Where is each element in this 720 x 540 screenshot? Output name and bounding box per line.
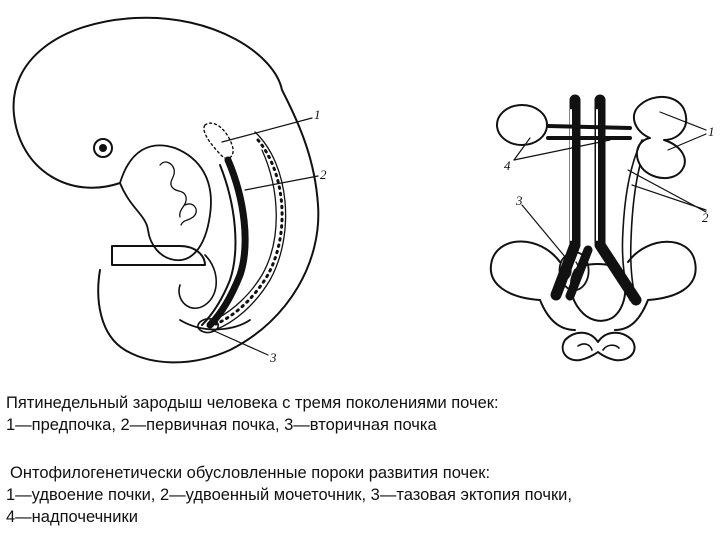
eye-outer xyxy=(93,138,113,158)
embryo-caption: Пятинедельный зародыш человека с тремя п… xyxy=(6,392,716,436)
embryo-outline xyxy=(12,16,320,364)
eye-inner xyxy=(99,144,107,152)
kidney-label-4: 4 xyxy=(504,158,511,173)
embryo-label-1: 1 xyxy=(314,107,321,122)
leader-3-embryo xyxy=(211,329,269,356)
anomalies-caption-items-line2: 4—надпочечники xyxy=(6,508,138,526)
anomalies-caption-title: Онтофилогенетически обусловленные пороки… xyxy=(10,464,491,482)
aorta xyxy=(550,94,581,301)
duplicated-ureter-b xyxy=(629,164,641,301)
leader-1-kidney-a xyxy=(659,111,707,131)
embryo-label-3: 3 xyxy=(269,350,277,365)
anomalies-caption-items-line1: 1—удвоение почки, 2—удвоенный мочеточник… xyxy=(6,486,572,504)
leader-1-kidney-b xyxy=(667,133,707,151)
limb-bud xyxy=(111,245,206,266)
embryo-caption-title: Пятинедельный зародыш человека с тремя п… xyxy=(6,394,499,412)
anomalies-caption: Онтофилогенетически обусловленные пороки… xyxy=(6,462,716,528)
duplicated-ureter-a xyxy=(621,139,643,301)
leader-3-ectopic xyxy=(521,204,567,259)
vena-cava xyxy=(594,94,642,306)
leader-2-ureter-b xyxy=(627,169,707,213)
kidney-label-1: 1 xyxy=(708,124,715,139)
pubic-arch xyxy=(561,331,636,362)
embryo-tail xyxy=(179,319,251,331)
figure-illustrations: 1 2 3 1 2 3 4 xyxy=(12,16,715,365)
kidney-anomaly-drawing xyxy=(489,94,707,362)
pelvis xyxy=(489,240,697,331)
leader-1-embryo xyxy=(221,117,313,143)
leader-2-embryo xyxy=(244,175,319,191)
embryo-drawing xyxy=(12,16,320,364)
adrenal-gland xyxy=(496,104,548,146)
somite-band-outer xyxy=(214,131,287,331)
somite-band-inner xyxy=(217,149,277,319)
kidney-label-2: 2 xyxy=(702,210,709,225)
kidney-label-3: 3 xyxy=(515,193,523,208)
mesonephros xyxy=(206,156,249,329)
embryo-label-2: 2 xyxy=(320,167,327,182)
heart-region xyxy=(119,144,212,262)
leader-4-adrenal-a xyxy=(513,137,531,161)
duplicated-kidney xyxy=(632,96,688,179)
somite-dots xyxy=(214,138,284,326)
leader-4-adrenal-b xyxy=(513,139,611,161)
embryo-caption-items: 1—предпочка, 2—первичная почка, 3—вторич… xyxy=(6,416,437,434)
pelvic-ectopic-kidney xyxy=(558,251,590,292)
pronephros xyxy=(203,122,234,160)
